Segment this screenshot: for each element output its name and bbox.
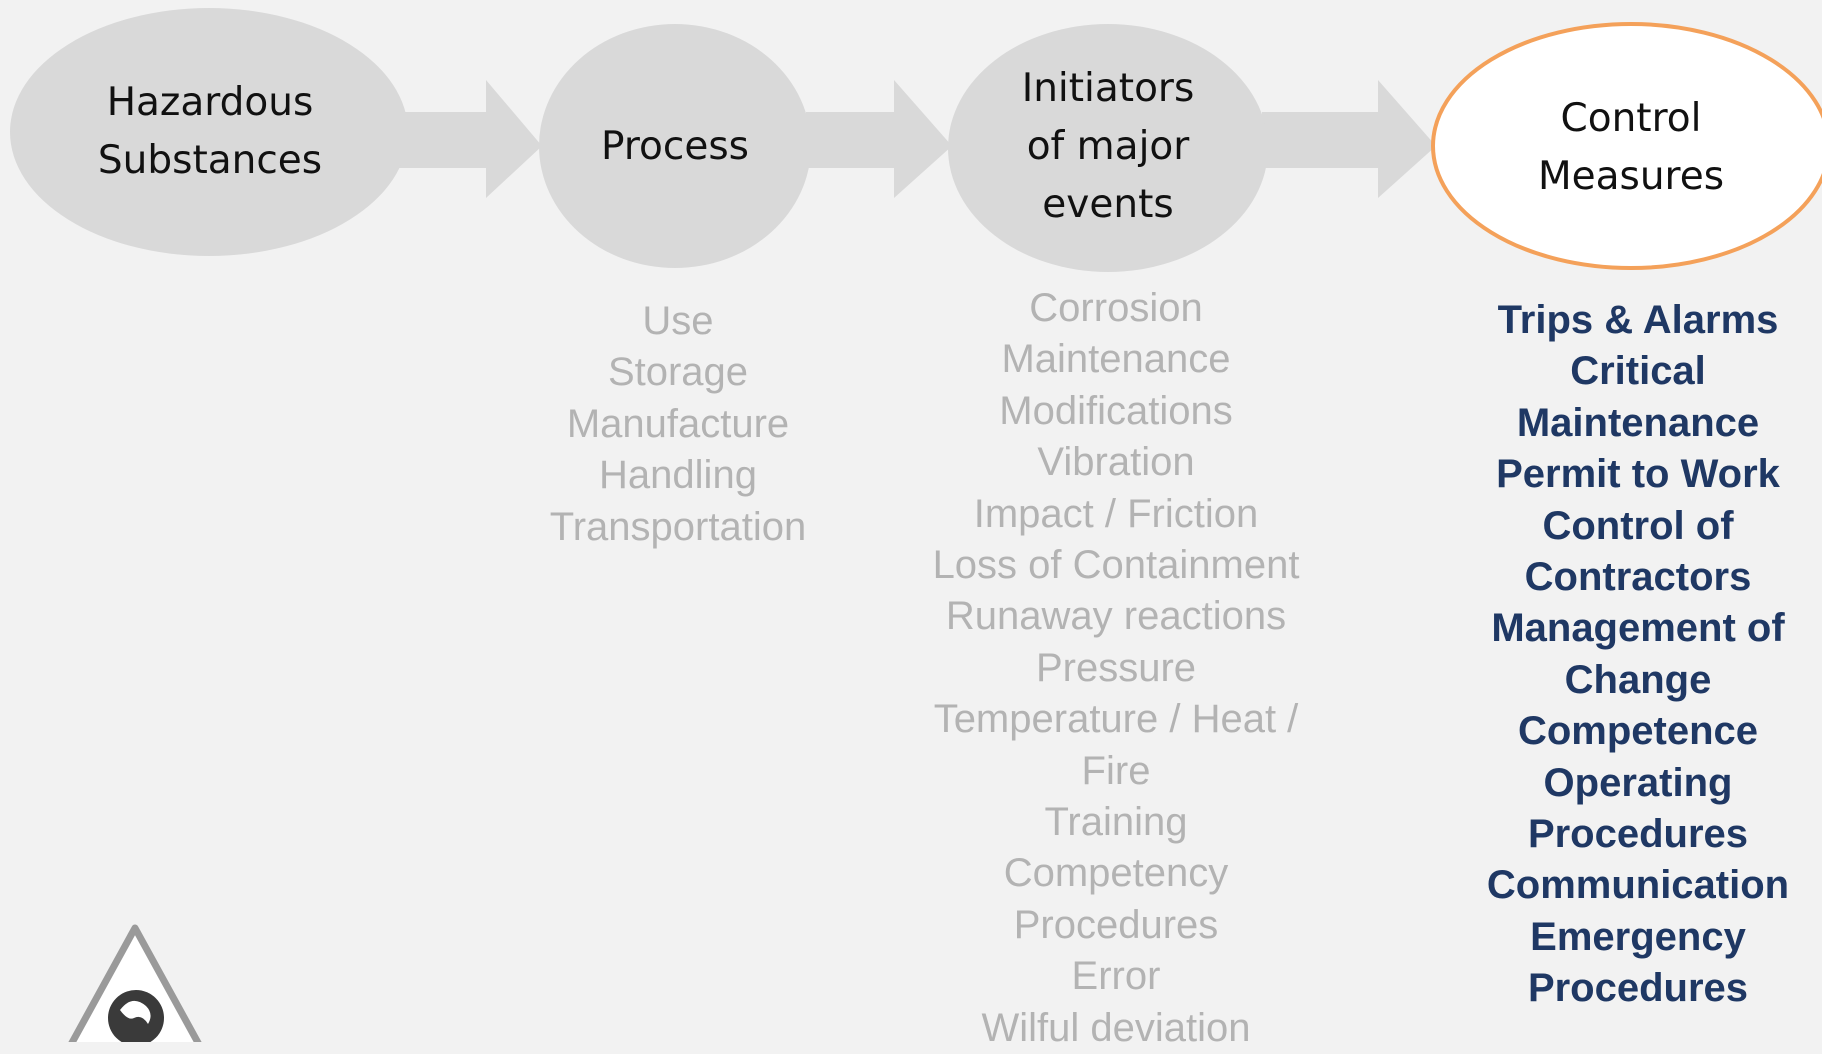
list-item: Communication bbox=[1486, 863, 1790, 908]
node-control-shape bbox=[1431, 22, 1822, 270]
process-text: Process bbox=[601, 124, 749, 169]
node-process-label: Process bbox=[560, 118, 790, 176]
arrow-1 bbox=[398, 80, 542, 198]
list-item: Error bbox=[1071, 954, 1161, 999]
list-item: Temperature / Heat / Fire bbox=[933, 697, 1299, 793]
hazardous-text: Hazardous Substances bbox=[97, 80, 323, 183]
list-item: Manufacture bbox=[566, 401, 790, 446]
process-list: Use Storage Manufacture Handling Transpo… bbox=[528, 296, 828, 553]
node-initiators-shape bbox=[948, 24, 1268, 272]
list-item: Permit to Work bbox=[1496, 452, 1780, 497]
list-item: Training bbox=[1044, 800, 1188, 845]
node-initiators-label: Initiators of major events bbox=[1008, 60, 1208, 234]
list-item: Use bbox=[642, 299, 714, 343]
control-list: Trips & Alarms Critical Maintenance Perm… bbox=[1468, 295, 1808, 1015]
list-item: Control of Contractors bbox=[1524, 503, 1752, 600]
list-item: Storage bbox=[607, 350, 749, 395]
initiator-list: Corrosion Maintenance Modifications Vibr… bbox=[916, 283, 1316, 1054]
node-process-shape bbox=[539, 24, 811, 268]
list-item: Modifications bbox=[999, 388, 1233, 433]
list-item: Runaway reactions bbox=[945, 594, 1287, 639]
initiators-text: Initiators of major events bbox=[1021, 66, 1195, 227]
control-text: Control Measures bbox=[1537, 96, 1725, 199]
node-control-label: Control Measures bbox=[1520, 90, 1742, 206]
list-item: Transportation bbox=[549, 504, 807, 549]
list-item: Critical Maintenance bbox=[1516, 349, 1760, 445]
node-hazardous-shape bbox=[10, 8, 408, 256]
list-item: Handling bbox=[599, 453, 757, 498]
warning-triangle-logo-icon bbox=[68, 924, 202, 1042]
arrow-2 bbox=[806, 80, 952, 198]
list-item: Loss of Containment bbox=[932, 543, 1300, 588]
arrow-3 bbox=[1262, 80, 1436, 198]
list-item: Operating Procedures bbox=[1527, 760, 1749, 857]
list-item: Wilful deviation bbox=[981, 1005, 1251, 1050]
list-item: Competency bbox=[1003, 851, 1229, 896]
list-item: Vibration bbox=[1037, 440, 1195, 485]
list-item: Competence bbox=[1517, 709, 1759, 754]
list-item: Management of Change bbox=[1491, 606, 1785, 702]
list-item: Impact / Friction bbox=[973, 491, 1259, 536]
list-item: Corrosion bbox=[1029, 286, 1203, 330]
list-item: Emergency Procedures bbox=[1527, 914, 1749, 1011]
list-item: Trips & Alarms bbox=[1497, 298, 1779, 342]
node-hazardous-label: Hazardous Substances bbox=[60, 74, 360, 190]
list-item: Pressure bbox=[1035, 645, 1197, 690]
list-item: Maintenance bbox=[1001, 337, 1231, 382]
list-item: Procedures bbox=[1013, 902, 1219, 947]
